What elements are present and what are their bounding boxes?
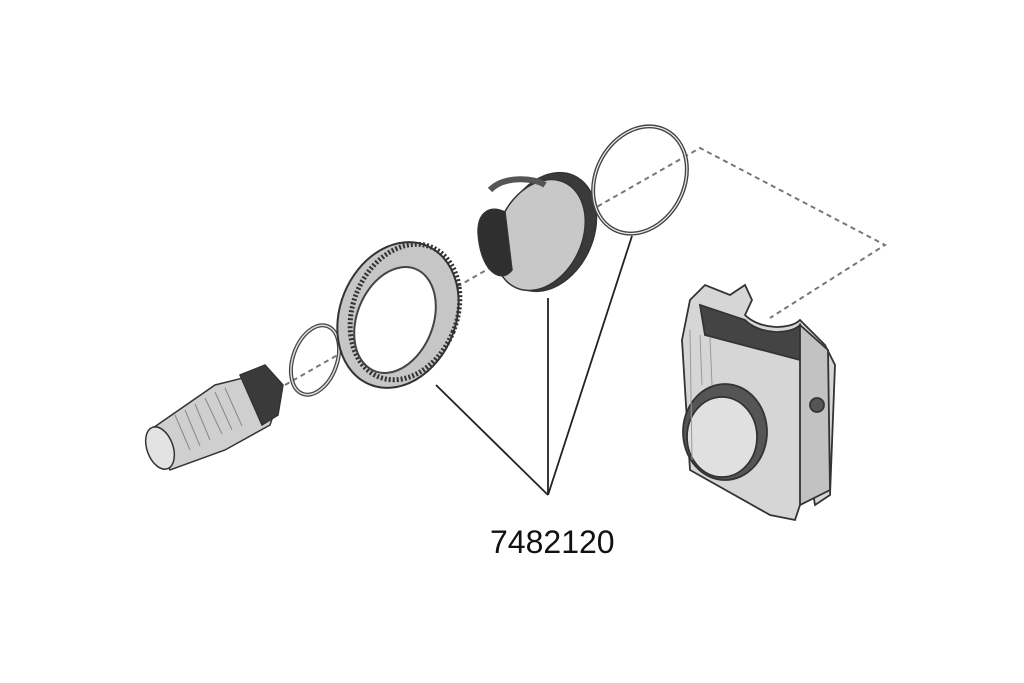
threaded-fitting-part	[144, 364, 284, 471]
leader-line-seal-ring	[435, 384, 549, 496]
part-number-label: 7482120	[490, 524, 615, 560]
small-retaining-ring-part	[288, 323, 342, 397]
impeller-cap-part	[477, 171, 598, 293]
pump-housing-part	[681, 283, 836, 522]
o-ring-part	[591, 124, 689, 236]
leader-lines	[435, 235, 633, 496]
leader-line-o-ring	[547, 235, 633, 496]
large-seal-ring-part	[336, 241, 463, 389]
